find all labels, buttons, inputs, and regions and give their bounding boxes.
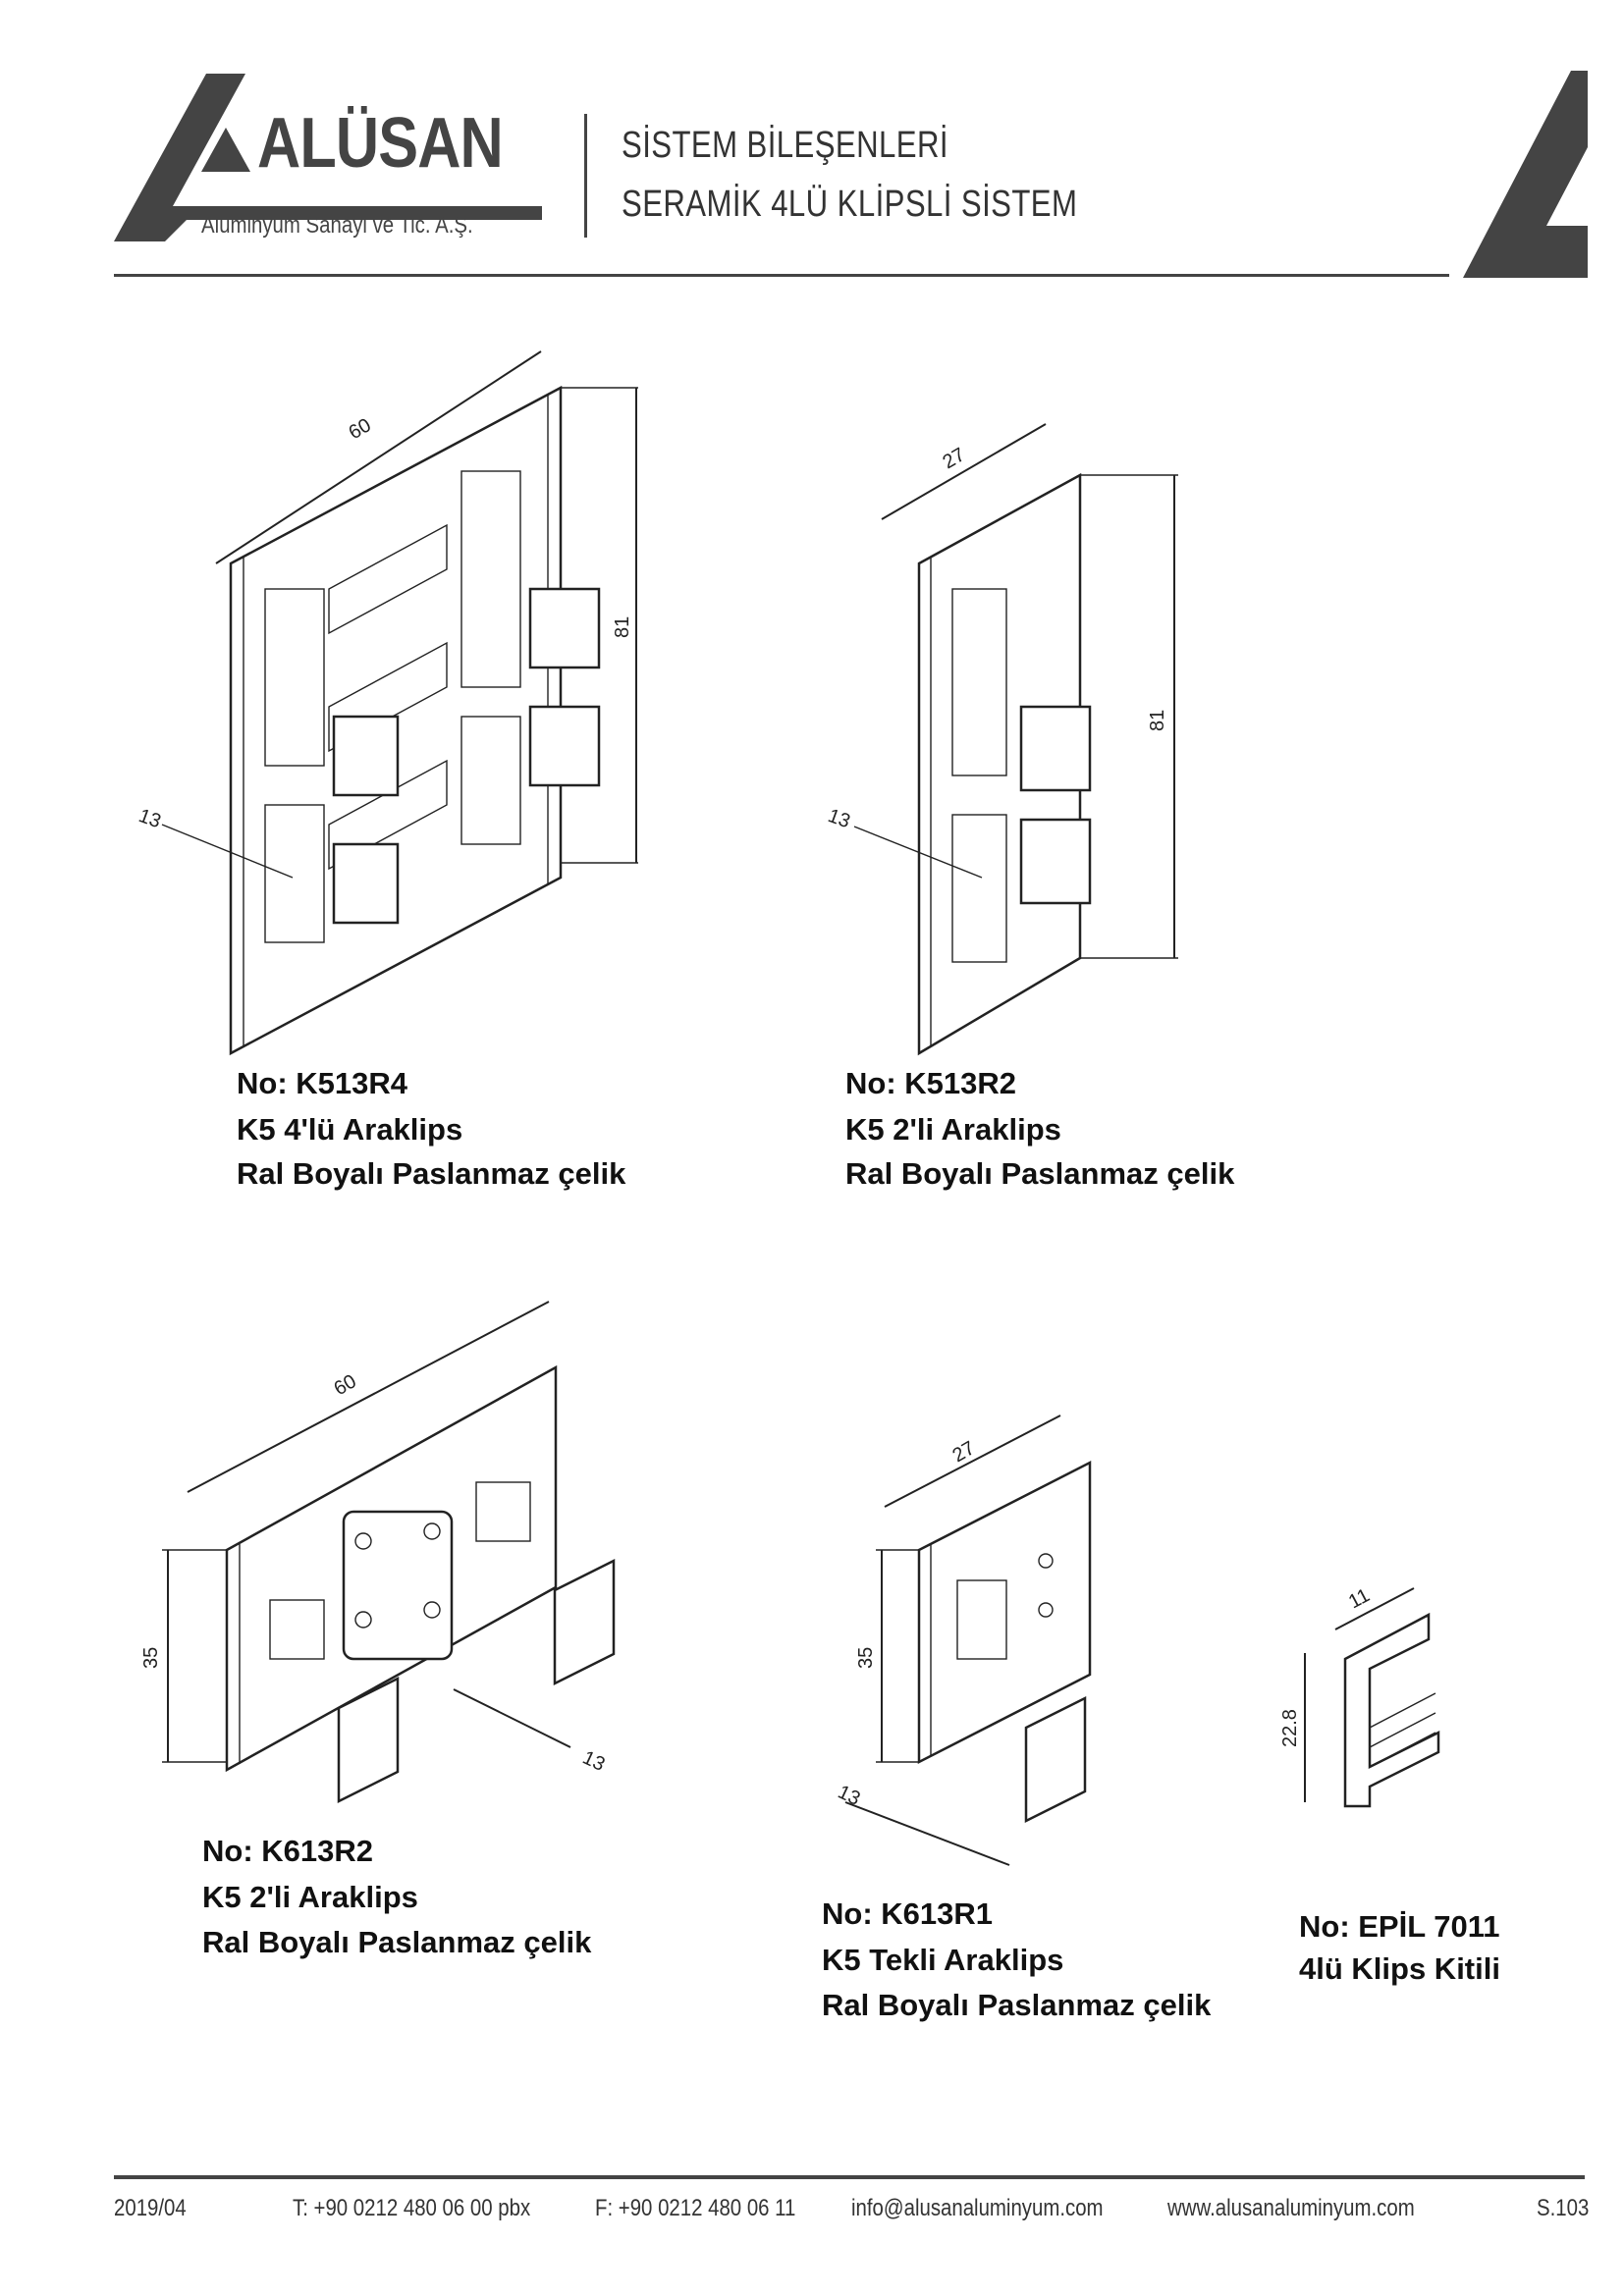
header-rule bbox=[114, 274, 1449, 277]
dim-height: 22.8 bbox=[1279, 1709, 1301, 1747]
dim-depth: 13 bbox=[579, 1747, 608, 1776]
page-number: S.103 bbox=[1537, 2195, 1590, 2221]
part-number: No: EPİL 7011 bbox=[1299, 1909, 1500, 1944]
footer-fax: F: +90 0212 480 06 11 bbox=[595, 2195, 796, 2221]
part-material: Ral Boyalı Paslanmaz çelik bbox=[202, 1925, 592, 1959]
dim-height: 81 bbox=[612, 616, 633, 638]
footer-phone: T: +90 0212 480 06 00 pbx bbox=[293, 2195, 531, 2221]
dim-width: 60 bbox=[331, 1370, 360, 1400]
dim-width: 27 bbox=[949, 1437, 979, 1467]
part-material: Ral Boyalı Paslanmaz çelik bbox=[845, 1156, 1235, 1191]
part-material: Ral Boyalı Paslanmaz çelik bbox=[822, 1988, 1212, 2022]
dim-height: 35 bbox=[855, 1647, 877, 1669]
dim-depth: 13 bbox=[825, 805, 852, 832]
part-number: No: K613R1 bbox=[822, 1896, 993, 1931]
part-number: No: K613R2 bbox=[202, 1834, 373, 1868]
page-title-line2: SERAMİK 4LÜ KLİPSLİ SİSTEM bbox=[622, 184, 1078, 225]
drawing-k613r1: 27 35 13 bbox=[835, 1415, 1092, 1866]
drawing-k513r2: 27 81 13 bbox=[825, 423, 1178, 1056]
part-name: 4lü Klips Kitili bbox=[1299, 1951, 1500, 1986]
dim-depth: 13 bbox=[135, 805, 163, 832]
footer-rule bbox=[114, 2175, 1585, 2179]
logo-text: ALÜSAN bbox=[257, 104, 504, 183]
part-number: No: K513R2 bbox=[845, 1066, 1016, 1100]
part-name: K5 Tekli Araklips bbox=[822, 1943, 1064, 1977]
part-number: No: K513R4 bbox=[237, 1066, 407, 1100]
part-name: K5 2'li Araklips bbox=[845, 1112, 1061, 1147]
dim-width: 60 bbox=[346, 414, 375, 444]
dim-height: 81 bbox=[1147, 710, 1168, 731]
part-material: Ral Boyalı Paslanmaz çelik bbox=[237, 1156, 626, 1191]
drawing-k513r4: 60 81 13 bbox=[135, 350, 638, 1056]
part-name: K5 4'lü Araklips bbox=[237, 1112, 463, 1147]
page-title-line1: SİSTEM BİLEŞENLERİ bbox=[622, 125, 948, 166]
footer-date: 2019/04 bbox=[114, 2195, 187, 2221]
dim-width: 27 bbox=[940, 444, 969, 473]
dim-height: 35 bbox=[140, 1647, 162, 1669]
dim-width: 11 bbox=[1345, 1584, 1374, 1613]
dim-depth: 13 bbox=[835, 1782, 863, 1810]
footer-website[interactable]: www.alusanaluminyum.com bbox=[1167, 2195, 1415, 2221]
header-divider bbox=[584, 114, 587, 238]
logo-subtitle: Alüminyum Sanayi ve Tic. A.Ş. bbox=[201, 212, 473, 239]
logo-mark-right bbox=[1463, 71, 1588, 278]
drawing-epil7011: 11 22.8 bbox=[1279, 1584, 1440, 1808]
drawing-k613r2: 60 35 13 bbox=[140, 1301, 616, 1804]
part-name: K5 2'li Araklips bbox=[202, 1880, 418, 1914]
footer-email[interactable]: info@alusanaluminyum.com bbox=[851, 2195, 1104, 2221]
